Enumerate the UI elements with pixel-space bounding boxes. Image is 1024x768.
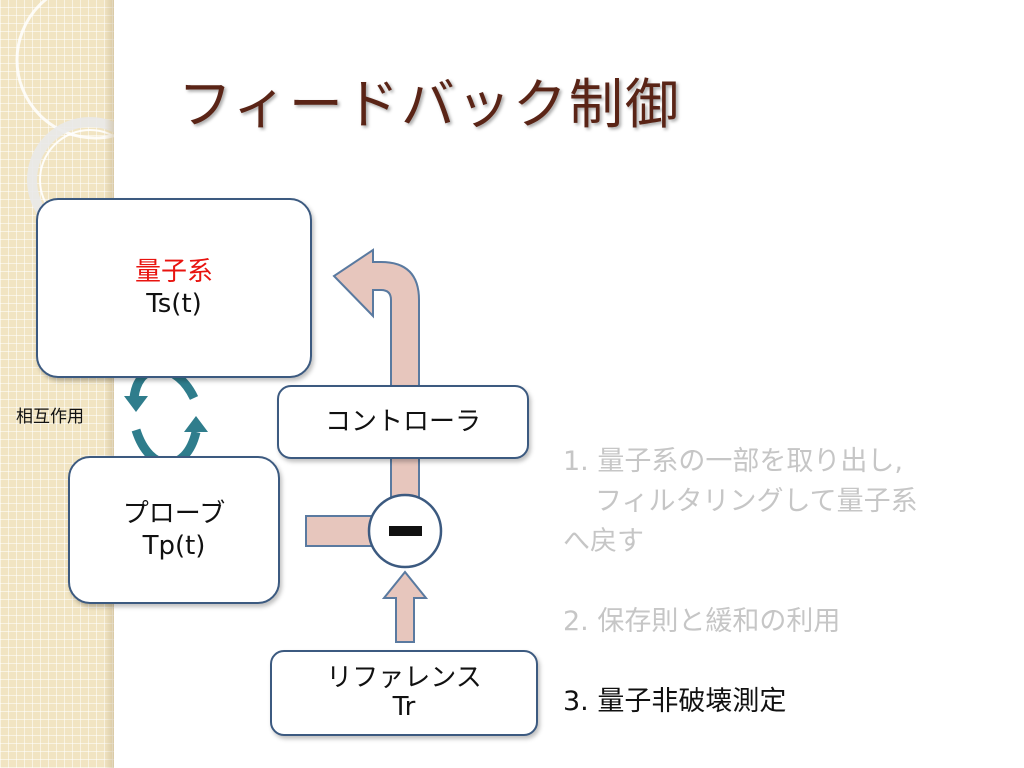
slide-title: フィードバック制御 (178, 73, 681, 136)
list-item-2: 2. 保存則と緩和の利用 (563, 606, 841, 637)
reference-box: リファレンス Tr (270, 650, 538, 736)
list-item-1-line-3: へ戻す (563, 526, 644, 557)
interaction-label: 相互作用 (16, 407, 84, 427)
probe-symbol: Tp(t) (142, 531, 206, 561)
list-item-1-line-1: 1. 量子系の一部を取り出し, (563, 446, 903, 477)
minus-icon (389, 526, 422, 536)
controller-box: コントローラ (277, 385, 529, 459)
sidebar-decoration (0, 0, 114, 768)
list-item-3: 3. 量子非破壊測定 (563, 686, 787, 717)
quantum-system-box: 量子系 Ts(t) (36, 198, 312, 378)
reference-symbol: Tr (392, 692, 416, 722)
probe-label: プローブ (122, 498, 226, 529)
feedback-arrow (332, 248, 420, 506)
quantum-system-symbol: Ts(t) (146, 289, 202, 319)
controller-label: コントローラ (324, 406, 481, 437)
interaction-cycle-icon (129, 365, 201, 468)
quantum-system-label: 量子系 (134, 256, 213, 287)
list-item-1-line-2: フィルタリングして量子系 (595, 486, 918, 517)
reference-label: リファレンス (326, 663, 482, 694)
method-list: 1. 量子系の一部を取り出し, フィルタリングして量子系 へ戻す 2. 保存則と… (563, 442, 1013, 722)
probe-box: プローブ Tp(t) (68, 456, 280, 604)
reference-arrow (381, 570, 429, 643)
probe-signal-connector (305, 515, 377, 547)
